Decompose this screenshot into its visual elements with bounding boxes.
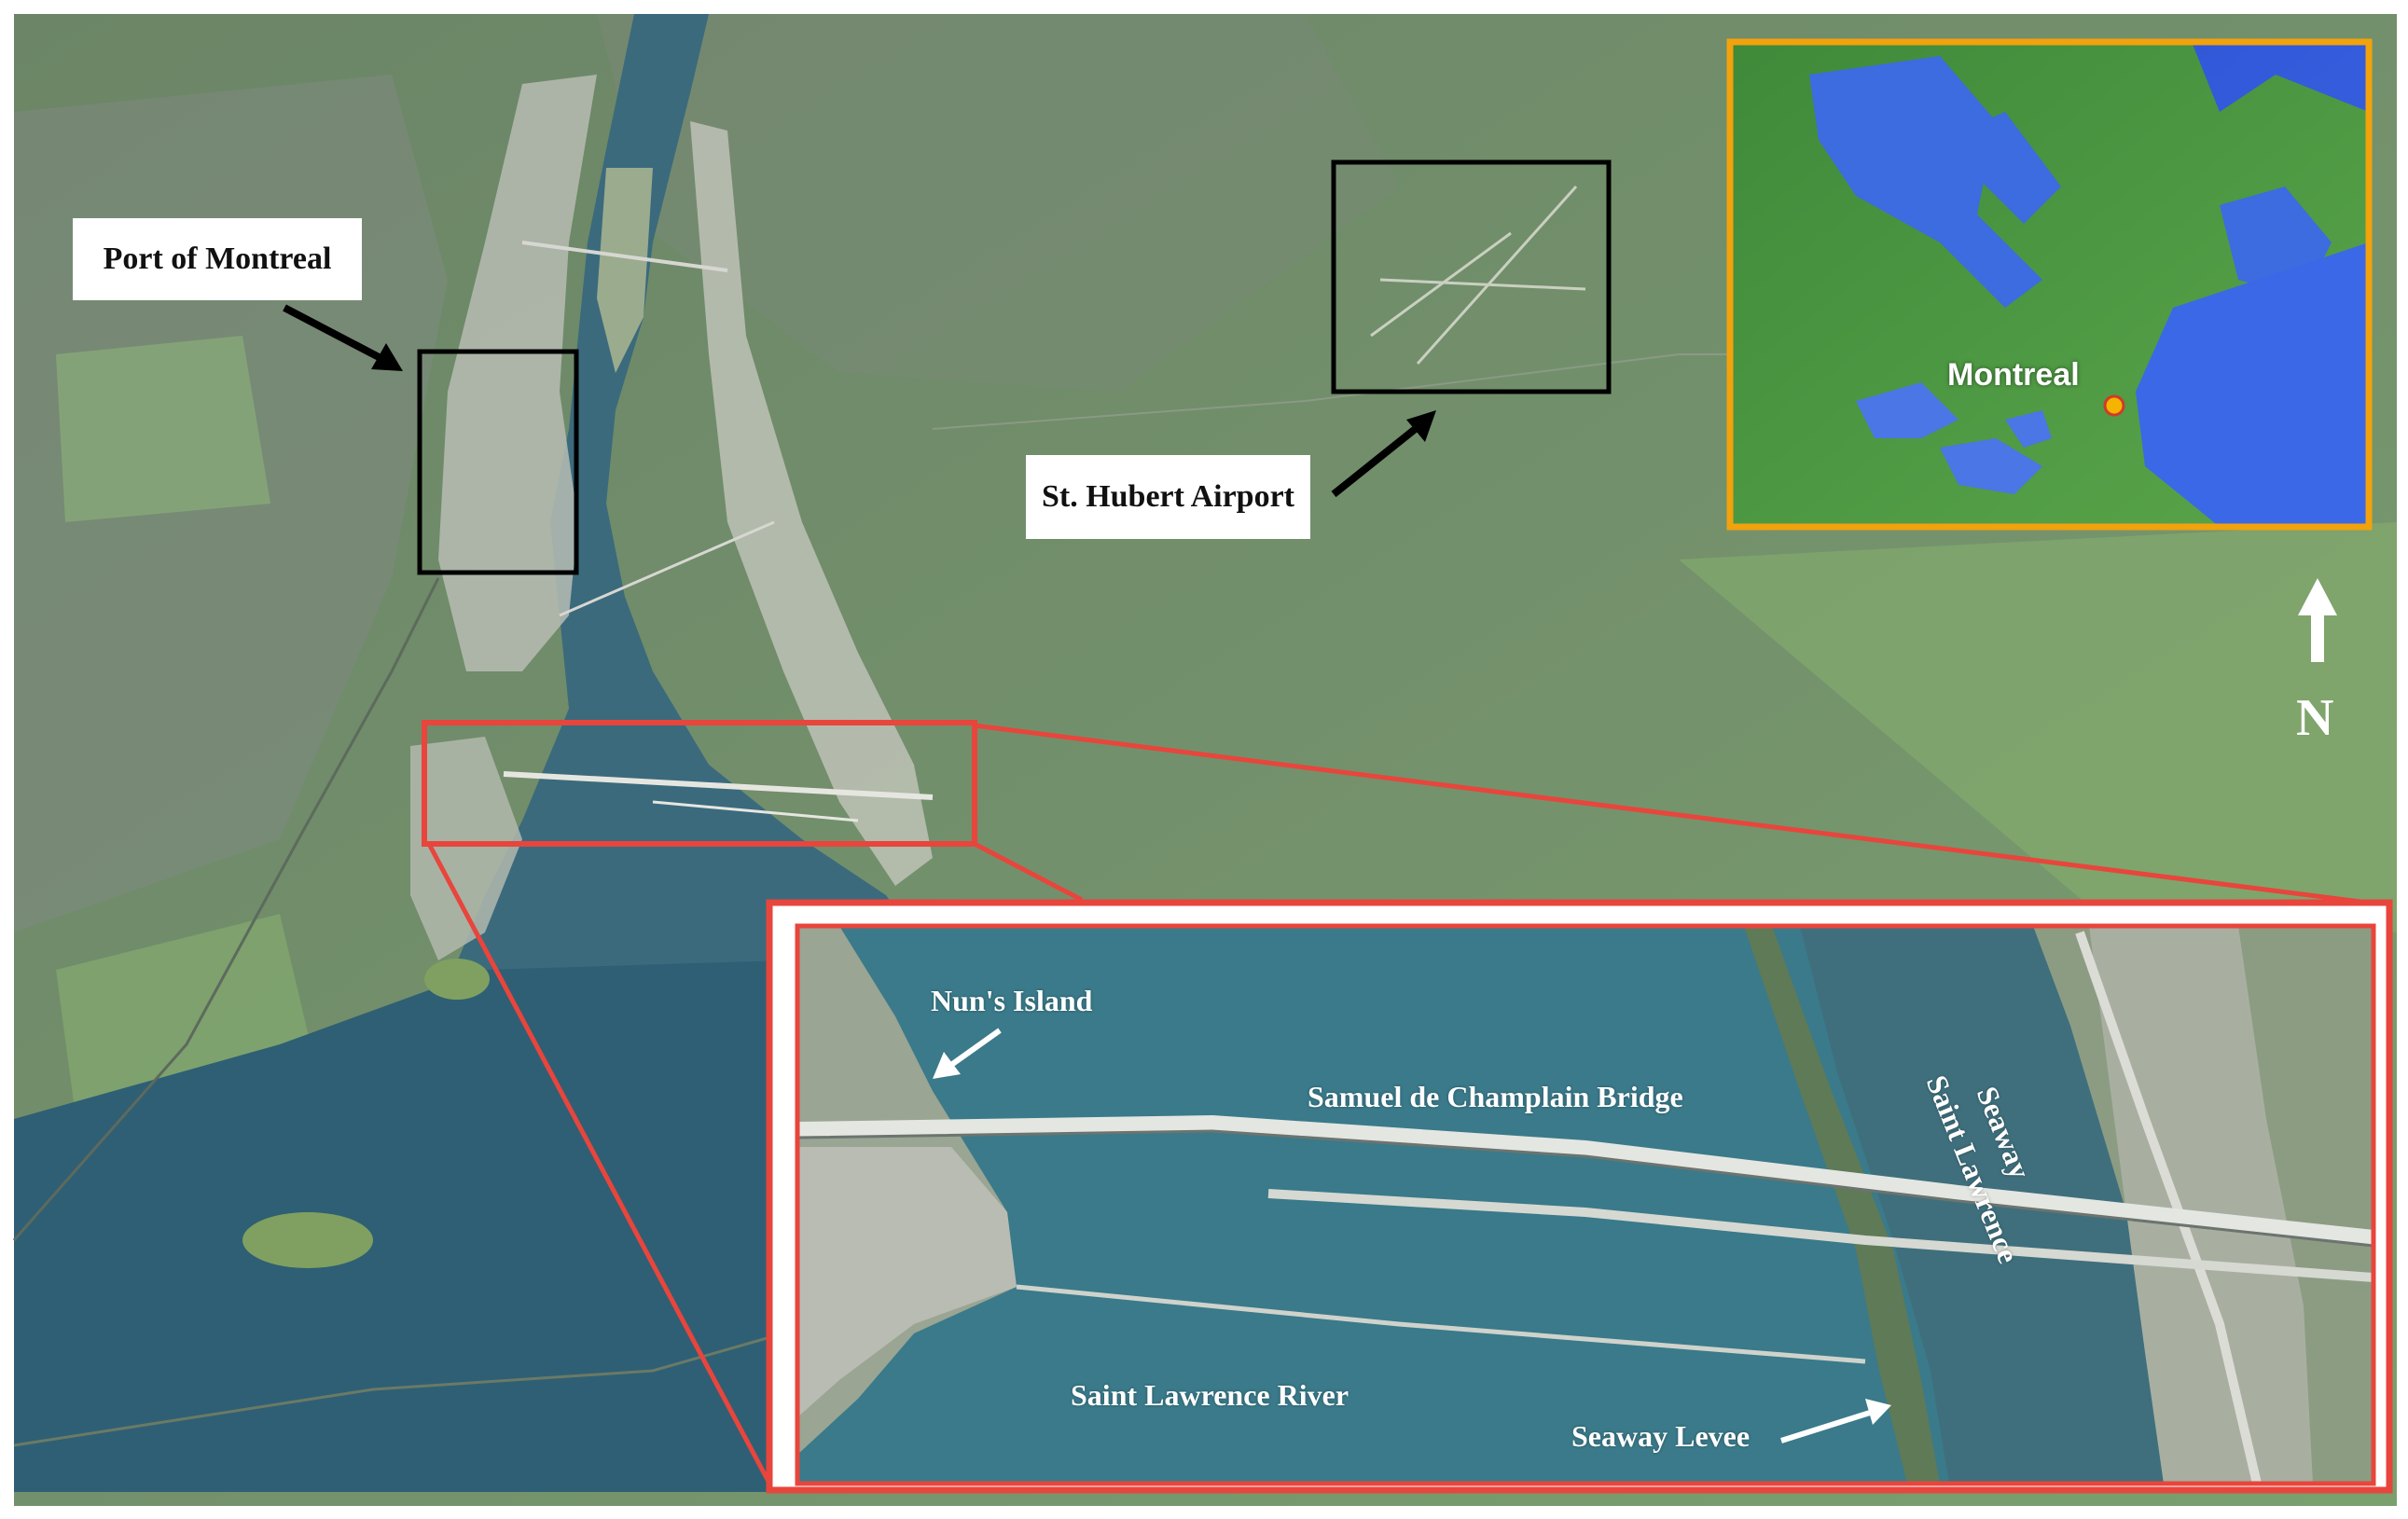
- nuns-island: [410, 737, 522, 960]
- old-bridge: [1267, 1189, 2374, 1282]
- bridge-line-4: [652, 800, 859, 822]
- zoom-line-top: [974, 723, 2384, 907]
- nuns-island-arrow-head: [933, 1052, 961, 1079]
- champlain-bridge: [796, 1114, 2374, 1247]
- inset-land-right-urban: [2089, 926, 2313, 1484]
- great-lakes-2: [1940, 438, 2042, 494]
- airport-arrow-head: [1406, 410, 1436, 442]
- airport-label: St. Hubert Airport: [1026, 455, 1310, 539]
- port-arrow-head: [371, 343, 403, 371]
- levee-label: Seaway Levee: [1571, 1419, 1751, 1453]
- atlantic: [2136, 242, 2369, 527]
- nuns-island-label: Nun's Island: [931, 984, 1093, 1017]
- inset-land-left-urban: [797, 1147, 1017, 1417]
- north-letter: N: [2296, 689, 2334, 747]
- hudson-bay-east: [1940, 112, 2061, 224]
- airport-arrow: [1331, 423, 1420, 498]
- port-label-text: Port of Montreal: [103, 242, 332, 276]
- port-label: Port of Montreal: [73, 218, 362, 300]
- highway-line: [12, 577, 440, 1241]
- locator-city-label: Montreal: [1947, 357, 2080, 393]
- hudson-bay: [1809, 56, 2042, 308]
- detail-inset: [766, 899, 2393, 1494]
- field-patch-2: [56, 336, 270, 522]
- bridge-line-2: [559, 520, 775, 617]
- small-island-2: [424, 959, 490, 1000]
- airport-runways: [1370, 185, 1586, 366]
- north-arrow: [2298, 578, 2337, 662]
- zoom-line-left: [426, 842, 777, 1494]
- east-bank: [690, 121, 933, 886]
- seaway-levee-strip: [1744, 926, 1940, 1484]
- nuns-island-arrow: [949, 1028, 1002, 1068]
- airport-label-text: St. Hubert Airport: [1041, 479, 1295, 514]
- montreal-waterfront: [438, 75, 597, 671]
- port-marker-box: [417, 349, 579, 575]
- levee-arrow: [1780, 1410, 1871, 1443]
- zoom-source-box: [422, 720, 977, 847]
- great-lakes-3: [2005, 410, 2052, 448]
- montreal-marker: [2103, 394, 2125, 417]
- river-label: Saint Lawrence River: [1071, 1378, 1349, 1412]
- zoom-line-bottom: [973, 841, 1084, 903]
- bridge-line-3: [503, 771, 934, 800]
- airport-marker-box: [1331, 159, 1612, 394]
- locator-inset: [1726, 38, 2373, 531]
- ice-bridge: [1016, 1284, 1866, 1364]
- port-arrow: [283, 304, 384, 363]
- levee-arrow-head: [1865, 1399, 1891, 1425]
- great-lakes: [1856, 382, 1958, 438]
- field-patch: [1679, 522, 2397, 932]
- small-island: [242, 1212, 373, 1268]
- bridge-dark-edge: [796, 1129, 2374, 1248]
- highway-line-2: [13, 1332, 784, 1447]
- bridge-line: [521, 241, 728, 272]
- middle-island: [597, 168, 653, 373]
- urban-area-north: [597, 14, 1399, 392]
- bridge-label: Samuel de Champlain Bridge: [1308, 1080, 1683, 1113]
